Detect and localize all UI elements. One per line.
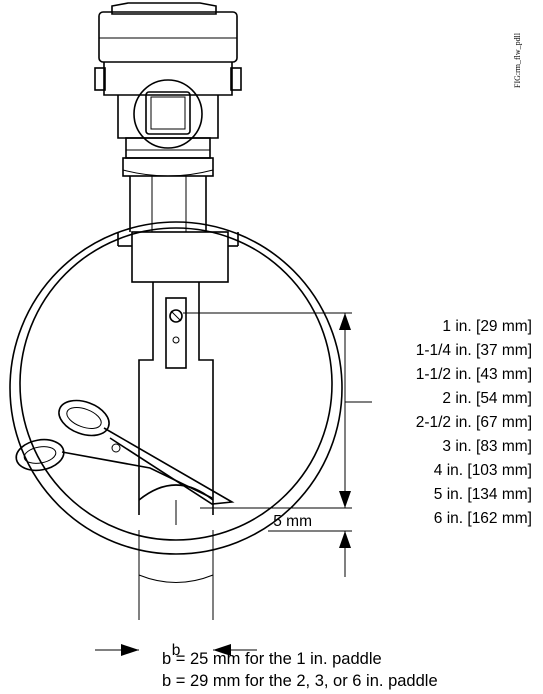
figure-id: FIG:rm_flw_pdll	[513, 32, 522, 88]
paddle-size-list: 1 in. [29 mm] 1-1/4 in. [37 mm] 1-1/2 in…	[416, 318, 532, 527]
size-label: 6 in. [162 mm]	[434, 510, 532, 527]
width-dimension: b	[95, 530, 257, 659]
size-label: 2-1/2 in. [67 mm]	[416, 414, 532, 431]
note-b-1in: b = 25 mm for the 1 in. paddle	[162, 650, 382, 668]
gap-dimension: 5 mm	[268, 480, 352, 577]
width-label: b	[172, 642, 181, 659]
size-label: 1-1/2 in. [43 mm]	[416, 366, 532, 383]
pipe-cross-section	[9, 221, 343, 555]
size-label: 3 in. [83 mm]	[442, 438, 532, 455]
size-label: 2 in. [54 mm]	[442, 390, 532, 407]
note-b-2-3-6in: b = 29 mm for the 2, 3, or 6 in. paddle	[162, 672, 438, 690]
switch-housing	[94, 2, 242, 232]
paddle	[138, 282, 214, 525]
length-dimension	[183, 312, 372, 509]
size-label: 1 in. [29 mm]	[442, 318, 532, 335]
size-label: 5 in. [134 mm]	[434, 486, 532, 503]
scissors-icon	[15, 399, 235, 505]
size-label: 1-1/4 in. [37 mm]	[416, 342, 532, 359]
gap-label: 5 mm	[273, 513, 312, 530]
size-label: 4 in. [103 mm]	[434, 462, 532, 479]
